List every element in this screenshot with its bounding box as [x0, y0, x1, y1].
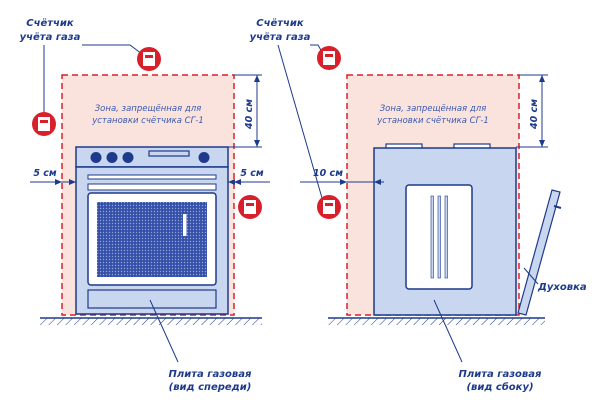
- stove-side: [373, 143, 562, 316]
- oven-handle: [183, 214, 187, 236]
- knob-icon: [90, 152, 102, 163]
- oven-label: Духовка: [537, 282, 587, 293]
- burner-grate: [148, 150, 190, 157]
- meter-label-line1: Счётчик: [256, 17, 304, 29]
- meter-label-line2: учёта газа: [250, 31, 311, 43]
- stove-caption-side: Плита газовая: [459, 369, 542, 380]
- side-view-caption: (вид сбоку): [466, 381, 533, 393]
- gas-meter-icon: [137, 47, 161, 71]
- side-view: Зона, запрещённая для установки счётчика…: [250, 17, 587, 393]
- front-view-caption: (вид спереди): [169, 382, 252, 393]
- gas-meter-icon: [317, 195, 341, 219]
- dim-5cm-right: 5 см: [240, 168, 264, 179]
- dim-10cm: 10 см: [313, 168, 343, 179]
- zone-label-line2: установки счётчика СГ-1: [376, 116, 489, 126]
- knob-icon: [106, 152, 118, 163]
- dim-40cm-front: 40 см: [244, 99, 255, 130]
- zone-label-line1: Зона, запрещённая для: [95, 104, 202, 114]
- gas-meter-icon: [317, 46, 341, 70]
- gas-meter-icon: [32, 112, 56, 136]
- meter-label-line2: учёта газа: [20, 31, 81, 43]
- floor-hatch: [40, 318, 262, 325]
- knob-icon: [122, 152, 134, 163]
- oven-window: [97, 202, 207, 277]
- oven-door: [517, 189, 561, 316]
- stove-caption-front: Плита газовая: [169, 369, 252, 380]
- zone-label-line1: Зона, запрещённая для: [380, 104, 487, 114]
- dim-5cm-left: 5 см: [33, 168, 57, 179]
- dim-40cm-side: 40 см: [529, 99, 540, 130]
- knob-icon: [198, 152, 210, 163]
- stove-front: [75, 146, 229, 315]
- floor-hatch: [328, 318, 545, 325]
- meter-label-line1: Счётчик: [26, 17, 74, 29]
- front-view: Зона, запрещённая для установки счётчика…: [20, 17, 270, 393]
- zone-label-line2: установки счётчика СГ-1: [91, 116, 204, 126]
- gas-meter-icon: [238, 195, 262, 219]
